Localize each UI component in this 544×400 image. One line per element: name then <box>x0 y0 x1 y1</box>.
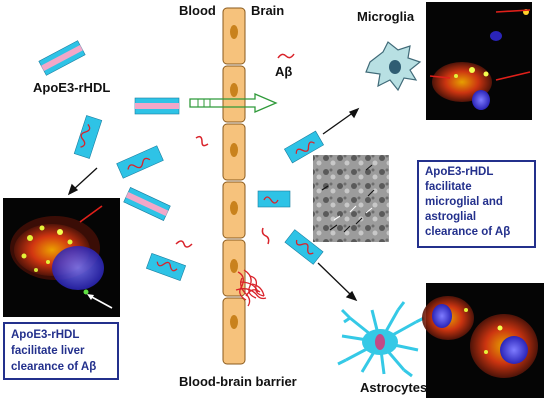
abeta-tangle <box>235 269 267 307</box>
label-apoe-rhdl: ApoE3-rHDL <box>33 80 111 95</box>
rhdl-particle-1 <box>38 40 86 76</box>
note-brain-clearance: ApoE3-rHDL facilitate microglial and ast… <box>417 160 536 248</box>
transcytosis-arrow <box>189 93 278 113</box>
rhdl-particle-8 <box>257 190 291 208</box>
em-micrograph <box>313 155 389 242</box>
label-blood: Blood <box>179 3 216 18</box>
astrocyte-micrograph <box>422 283 544 398</box>
note-brain-line-4: astroglial <box>425 211 477 223</box>
note-brain-line-2: facilitate <box>425 181 472 193</box>
note-brain-line-1: ApoE3-rHDL <box>425 166 494 178</box>
note-brain-line-3: microglial and <box>425 196 503 208</box>
rhdl-particle-5 <box>123 187 171 221</box>
rhdl-particle-6 <box>145 252 187 282</box>
abeta-free <box>175 53 295 248</box>
label-abeta: Aβ <box>275 64 293 79</box>
rhdl-particle-4 <box>116 145 164 179</box>
note-liver-line-3: clearance of Aβ <box>11 361 97 373</box>
label-brain: Brain <box>251 3 285 18</box>
note-brain-line-5: clearance of Aβ <box>425 226 511 238</box>
microglia-micrograph <box>426 2 532 120</box>
liver-micrograph <box>3 198 120 317</box>
black-arrows <box>67 107 360 302</box>
rhdl-particle-7 <box>284 130 324 164</box>
label-bbb: Blood-brain barrier <box>179 374 297 389</box>
note-liver-line-1: ApoE3-rHDL <box>11 329 80 341</box>
label-astrocytes: Astrocytes <box>360 380 428 395</box>
note-liver-clearance: ApoE3-rHDL facilitate liver clearance of… <box>3 322 119 380</box>
rhdl-particle-3 <box>73 115 103 159</box>
microglia-cell <box>365 41 422 92</box>
rhdl-particle-9 <box>284 229 324 265</box>
label-microglia: Microglia <box>357 9 415 24</box>
bbb-column <box>222 7 246 365</box>
rhdl-particle-2 <box>134 97 180 115</box>
note-liver-line-2: facilitate liver <box>11 345 85 357</box>
